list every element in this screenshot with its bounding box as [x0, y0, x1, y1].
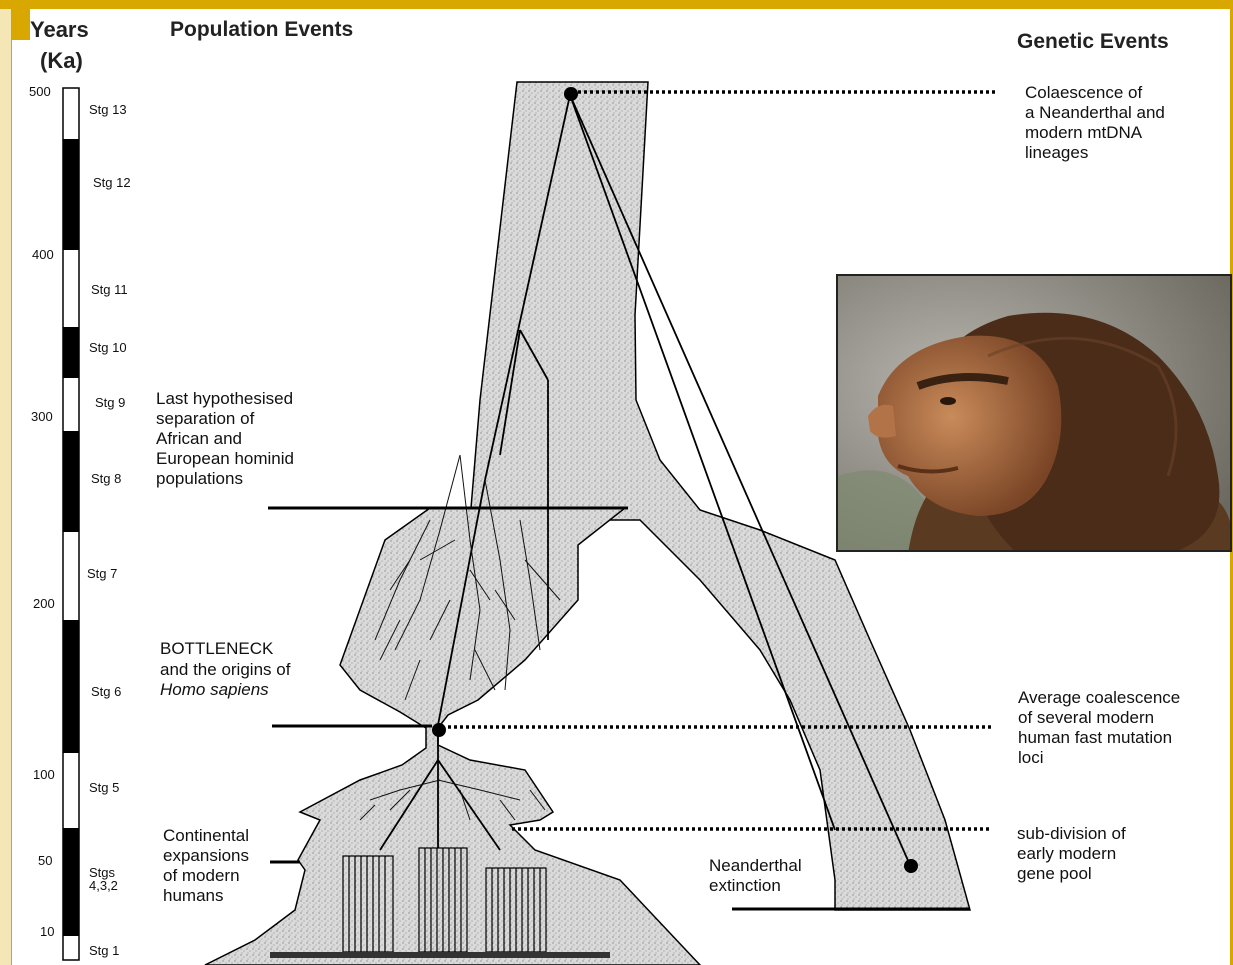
mtdna-coalescence-dot	[564, 87, 578, 101]
stage-label: Stg 9	[95, 395, 125, 410]
mtdna-coalescence-label: Colaescence of a Neanderthal and modern …	[1025, 83, 1165, 163]
tick-label: 400	[32, 247, 54, 262]
subdivision-label: sub-division of early modern gene pool	[1017, 824, 1126, 884]
homo-sapiens-label: Homo sapiens	[160, 680, 269, 700]
bottleneck-title: BOTTLENECK	[160, 639, 273, 659]
bottleneck-subtitle: and the origins of	[160, 660, 290, 680]
tick-label: 100	[33, 767, 55, 782]
neanderthal-extinction-label: Neanderthal extinction	[709, 856, 802, 896]
continental-expansions-label: Continental expansions of modern humans	[163, 826, 249, 906]
tick-label: 10	[40, 924, 54, 939]
tick-label: 300	[31, 409, 53, 424]
stage-label: Stgs 4,3,2	[89, 866, 118, 892]
stage-label: Stg 11	[91, 282, 128, 297]
ka-header: (Ka)	[40, 48, 83, 74]
neanderthal-photo	[836, 274, 1232, 552]
stage-label: Stg 7	[87, 566, 117, 581]
separation-label: Last hypothesised separation of African …	[156, 389, 294, 489]
genetic-events-header: Genetic Events	[1017, 30, 1169, 54]
population-events-header: Population Events	[170, 18, 353, 42]
time-scale-bar	[63, 88, 79, 960]
tick-label: 50	[38, 853, 52, 868]
stage-label: Stg 13	[89, 102, 127, 117]
stage-label: Stg 1	[89, 943, 119, 958]
tick-label: 200	[33, 596, 55, 611]
neanderthal-portrait-image	[838, 276, 1232, 552]
stage-label: Stg 12	[93, 175, 131, 190]
stage-label: Stg 8	[91, 471, 121, 486]
years-header: Years	[30, 17, 89, 43]
tick-label: 500	[29, 84, 51, 99]
bottleneck-dot	[432, 723, 446, 737]
stage-label: Stg 5	[89, 780, 119, 795]
stage-label: Stg 10	[89, 340, 127, 355]
subdivision-dot	[904, 859, 918, 873]
stage-label: Stg 6	[91, 684, 121, 699]
avg-coalescence-label: Average coalescence of several modern hu…	[1018, 688, 1180, 768]
